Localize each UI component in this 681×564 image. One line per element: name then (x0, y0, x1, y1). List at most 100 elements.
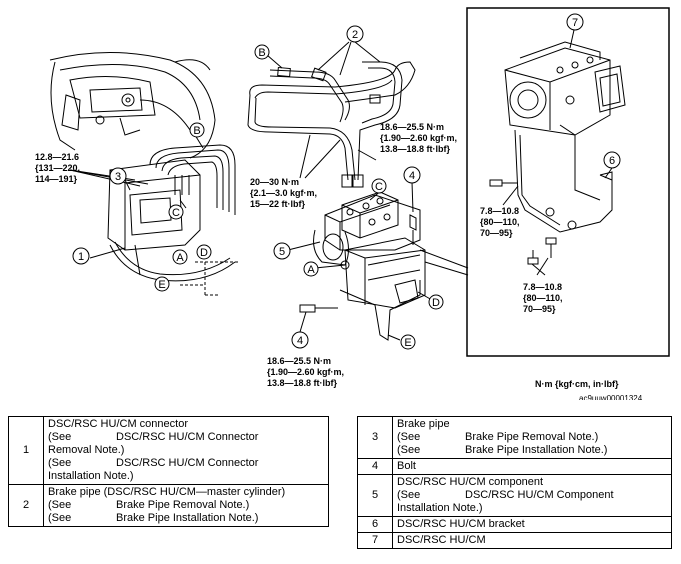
torque-spec-bracket-upper: 7.8—10.8 {80—110, 70—95} (480, 206, 520, 238)
brake-pipes-drawing (247, 61, 416, 188)
callout-7: 7 (566, 13, 584, 31)
legend-item-number: 4 (357, 458, 393, 475)
svg-text:15—22 ft·lbf}: 15—22 ft·lbf} (250, 199, 306, 209)
see-reference: Brake Pipe Removal Note.) (116, 499, 250, 511)
legend-item-description: DSC/RSC HU/CM (392, 532, 672, 549)
see-reference: Brake Pipe Removal Note.) (465, 431, 599, 443)
see-reference: Brake Pipe Installation Note.) (116, 512, 259, 524)
svg-text:1: 1 (78, 251, 84, 263)
svg-text:3: 3 (115, 171, 121, 183)
svg-text:2: 2 (352, 29, 358, 41)
svg-text:4: 4 (297, 335, 303, 347)
see-reference-continued: Installation Note.) (397, 502, 483, 514)
leader-lines (69, 29, 613, 341)
see-reference-continued: Installation Note.) (48, 470, 134, 482)
legend-item-description: Bolt (392, 458, 672, 475)
legend-item-description: DSC/RSC HU/CM bracket (392, 516, 672, 533)
svg-text:18.6—25.5 N·m: 18.6—25.5 N·m (267, 356, 331, 366)
svg-text:D: D (200, 247, 208, 259)
legend-item-title: Bolt (397, 460, 416, 472)
svg-text:7: 7 (572, 17, 578, 29)
svg-text:{1.90—2.60 kgf·m,: {1.90—2.60 kgf·m, (380, 133, 457, 143)
legend-item-number: 3 (357, 416, 393, 459)
torque-spec-pipe-mid: 20—30 N·m {2.1—3.0 kgf·m, 15—22 ft·lbf} (250, 177, 317, 209)
torque-spec-bracket-lower: 7.8—10.8 {80—110, 70—95} (523, 282, 563, 314)
svg-text:B: B (258, 47, 265, 59)
callout-A-left: A (172, 249, 188, 265)
svg-text:7.8—10.8: 7.8—10.8 (523, 282, 562, 292)
svg-text:{2.1—3.0 kgf·m,: {2.1—3.0 kgf·m, (250, 188, 317, 198)
callout-C-left: C (168, 204, 184, 220)
callout-D-left: D (196, 244, 212, 260)
svg-text:A: A (307, 264, 315, 276)
inset-detail-frame (466, 7, 670, 357)
legend-item-title: DSC/RSC HU/CM connector (48, 418, 188, 430)
callout-1: 1 (72, 247, 90, 265)
svg-text:13.8—18.8 ft·lbf}: 13.8—18.8 ft·lbf} (380, 144, 451, 154)
figure-code: ac9uuw00001324 (579, 394, 643, 400)
svg-text:70—95}: 70—95} (480, 228, 513, 238)
legend-item-title: DSC/RSC HU/CM (397, 534, 486, 546)
see-reference: DSC/RSC HU/CM Connector (116, 457, 259, 469)
legend-item-title: DSC/RSC HU/CM bracket (397, 518, 525, 530)
see-reference: Brake Pipe Installation Note.) (465, 444, 608, 456)
legend-see-note: (See Brake Pipe Installation Note.) (48, 512, 324, 525)
legend-see-note: (See DSC/RSC HU/CM Connector (48, 457, 324, 470)
svg-text:20—30 N·m: 20—30 N·m (250, 177, 299, 187)
svg-text:{131—220,: {131—220, (35, 163, 80, 173)
svg-text:C: C (172, 207, 180, 219)
callout-D-center: D (428, 294, 444, 310)
see-reference: DSC/RSC HU/CM Component (465, 489, 614, 501)
see-prefix: (See (48, 512, 72, 524)
callout-5: 5 (273, 242, 291, 260)
svg-text:C: C (375, 181, 383, 193)
svg-text:4: 4 (409, 170, 415, 182)
see-prefix: (See (48, 431, 72, 443)
see-reference-continued: Removal Note.) (48, 444, 125, 456)
svg-text:13.8—18.8 ft·lbf}: 13.8—18.8 ft·lbf} (267, 378, 338, 388)
svg-text:70—95}: 70—95} (523, 304, 556, 314)
svg-text:5: 5 (279, 246, 285, 258)
torque-spec-pipe-top: 18.6—25.5 N·m {1.90—2.60 kgf·m, 13.8—18.… (380, 122, 457, 154)
legend-item-title: DSC/RSC HU/CM component (397, 476, 544, 488)
see-prefix: (See (48, 499, 72, 511)
torque-spec-left: 12.8—21.6 {131—220, 114—191} (35, 152, 80, 184)
callout-6: 6 (603, 151, 621, 169)
torque-units-note: N·m {kgf·cm, in·lbf} (535, 379, 619, 389)
legend-see-note: (See Brake Pipe Removal Note.) (48, 499, 324, 512)
svg-text:12.8—21.6: 12.8—21.6 (35, 152, 79, 162)
svg-text:A: A (176, 252, 184, 264)
svg-text:D: D (432, 297, 440, 309)
master-cylinder-area-drawing (49, 52, 240, 296)
legend-item-number: 2 (8, 484, 44, 527)
legend-row: 4 Bolt (357, 458, 672, 475)
svg-text:7.8—10.8: 7.8—10.8 (480, 206, 519, 216)
see-prefix: (See (48, 457, 72, 469)
callout-markers: 1 2 3 4 4 5 6 7 A A B B C C D D E E (72, 13, 621, 350)
callout-3: 3 (109, 167, 127, 185)
svg-text:B: B (193, 125, 200, 137)
callout-B-left: B (189, 122, 205, 138)
callout-4-upper: 4 (403, 166, 421, 184)
callout-E-center: E (400, 334, 416, 350)
svg-text:{80—110,: {80—110, (480, 217, 520, 227)
legend-item-title: Brake pipe (397, 418, 450, 430)
legend-item-number: 5 (357, 474, 393, 517)
svg-text:114—191}: 114—191} (35, 174, 78, 184)
callout-A-center: A (303, 261, 319, 277)
legend-item-number: 1 (8, 416, 44, 485)
svg-text:18.6—25.5 N·m: 18.6—25.5 N·m (380, 122, 444, 132)
callout-2: 2 (346, 25, 364, 43)
